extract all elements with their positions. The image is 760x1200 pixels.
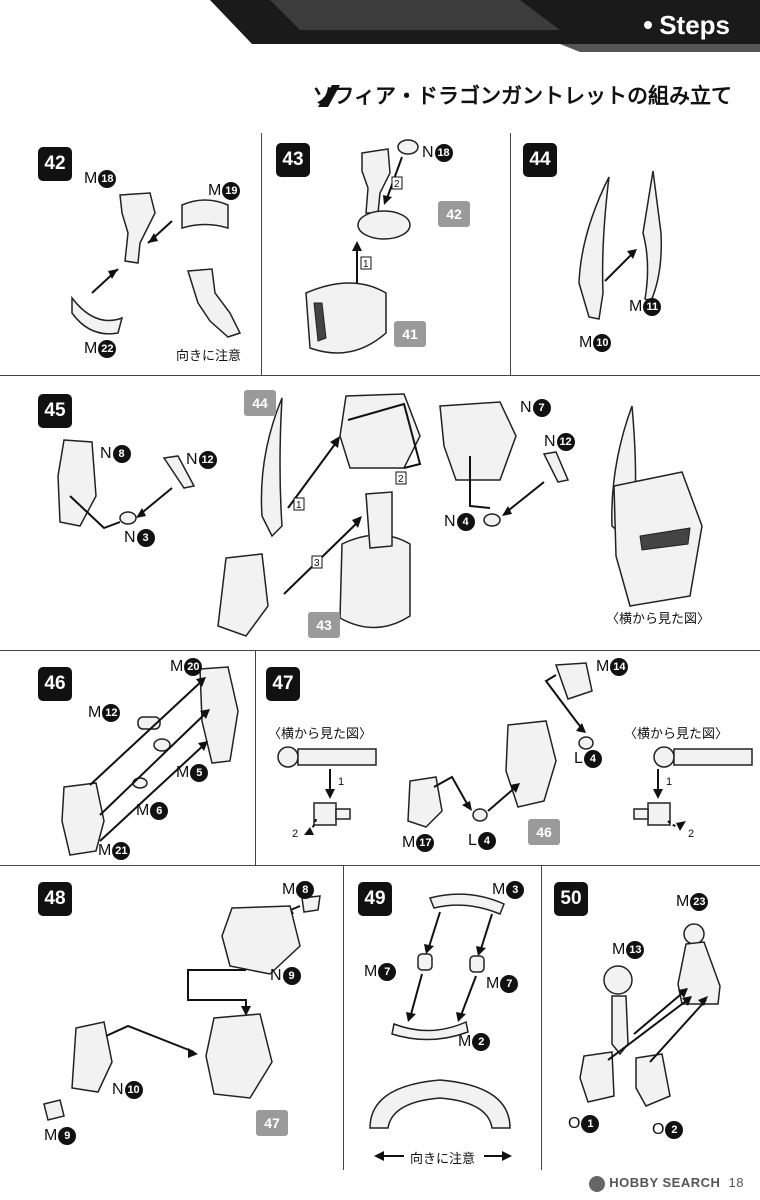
sub-step-2: 2 [688,828,694,840]
step-number-badge: 44 [523,143,557,177]
sub-step-3: 3 [314,558,320,569]
side-view-caption-right: 〈横から見た図〉 [624,727,729,742]
step-number-badge: 46 [38,667,72,701]
step-number-badge: 48 [38,882,72,916]
sub-step-1: 1 [666,776,672,788]
reference-badge: 44 [244,390,276,416]
step-number-badge: 45 [38,394,72,428]
section-title: ソフィア・ドラゴンガントレットの組み立て [312,84,732,108]
step-number-badge: 50 [554,882,588,916]
reference-badge: 41 [394,321,426,347]
side-view-caption: 〈横から見た図〉 [606,612,711,627]
sub-step-1: 1 [338,776,344,788]
step-number-badge: 43 [276,143,310,177]
sub-step-2: 2 [292,828,298,840]
watermark-text: HOBBY SEARCH [609,1175,721,1191]
step-47-illustration: 1 2 1 2 [277,662,753,840]
sub-step-1: 1 [296,500,302,511]
sub-step-2: 2 [394,179,400,190]
watermark: HOBBY SEARCH 18 [589,1175,744,1192]
watermark-logo-icon [589,1176,606,1192]
reference-badge: 47 [256,1110,288,1136]
header-bar [0,0,760,52]
step-number-badge: 49 [358,882,392,916]
steps-header-label: Steps [659,10,730,40]
step-number-badge: 42 [38,147,72,181]
sub-step-2: 2 [398,474,404,485]
side-view-caption-left: 〈横から見た図〉 [268,727,373,742]
page-number: 18 [728,1175,744,1191]
sub-step-1: 1 [363,259,369,270]
reference-badge: 42 [438,201,470,227]
orientation-note: 向きに注意 [176,349,242,364]
reference-badge: 43 [308,612,340,638]
title-decoration-icon [318,85,340,107]
orientation-note: 向きに注意 [410,1152,476,1167]
reference-badge: 46 [528,819,560,845]
step-number-badge: 47 [266,667,300,701]
